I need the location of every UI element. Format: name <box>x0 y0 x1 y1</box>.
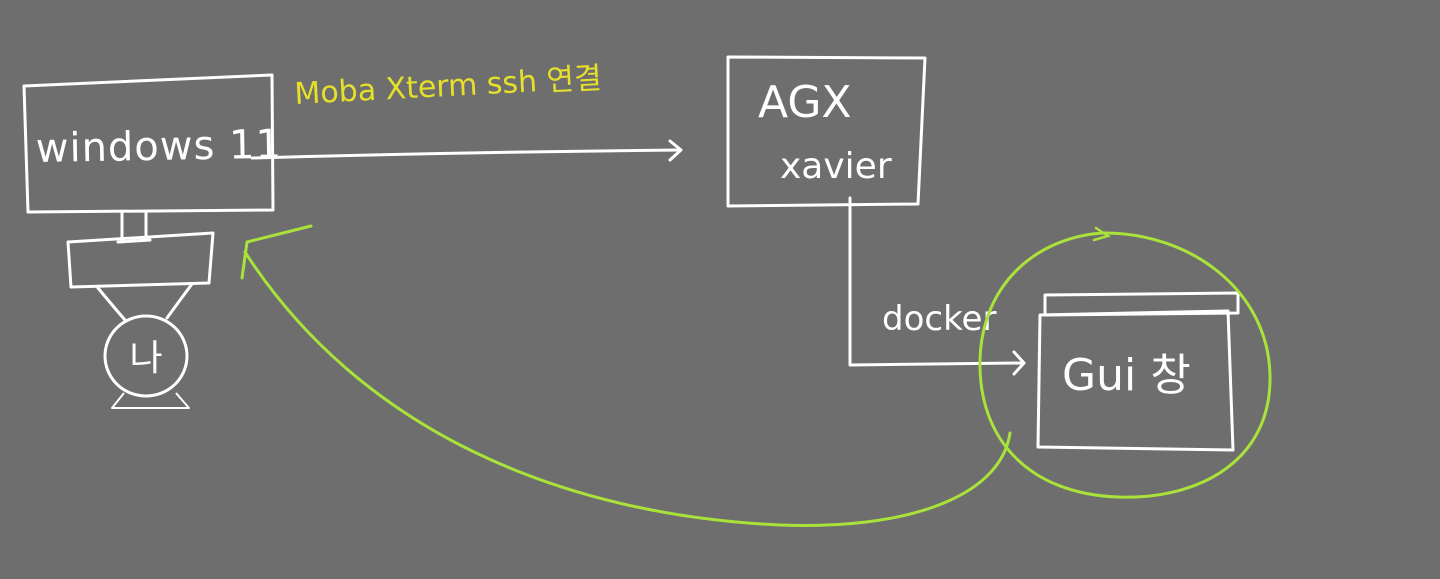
user-arms <box>96 282 194 322</box>
monitor-frame <box>22 73 275 214</box>
docker-arrow-line <box>848 196 1024 367</box>
return-arrow-line <box>243 250 1012 528</box>
gui-highlight-circle <box>978 231 1272 499</box>
agx-label-line1: AGX <box>758 77 852 128</box>
user-node: 나 <box>96 282 194 409</box>
monitor-stand <box>116 210 152 244</box>
user-label: 나 <box>129 338 162 379</box>
gui-window-frame <box>1043 291 1240 317</box>
docker-arrowhead <box>1012 350 1026 376</box>
ssh-arrowhead <box>668 139 683 162</box>
gui-window-node: Gui 창 <box>1036 291 1240 452</box>
display-return <box>240 224 1272 528</box>
gui-highlight-tick <box>1092 226 1111 242</box>
docker-label: docker <box>882 299 996 339</box>
docker-connection: docker <box>848 196 1026 376</box>
ssh-connection: Moba Xterm ssh 연결 <box>250 61 683 162</box>
gui-window-body <box>1036 309 1235 452</box>
desk-shape <box>66 231 215 289</box>
user-chair <box>111 392 190 409</box>
ssh-connection-label: Moba Xterm ssh 연결 <box>294 61 603 112</box>
return-arrowhead <box>240 224 313 280</box>
windows-pc-label: windows 11 <box>35 122 282 172</box>
agx-box <box>726 55 927 208</box>
user-head <box>103 314 189 398</box>
ssh-arrow-line <box>250 148 682 160</box>
agx-label-line2: xavier <box>780 146 892 187</box>
gui-window-label: Gui 창 <box>1062 350 1191 401</box>
windows-pc-node: windows 11 <box>22 73 282 214</box>
agx-xavier-node: AGX xavier <box>726 55 927 208</box>
